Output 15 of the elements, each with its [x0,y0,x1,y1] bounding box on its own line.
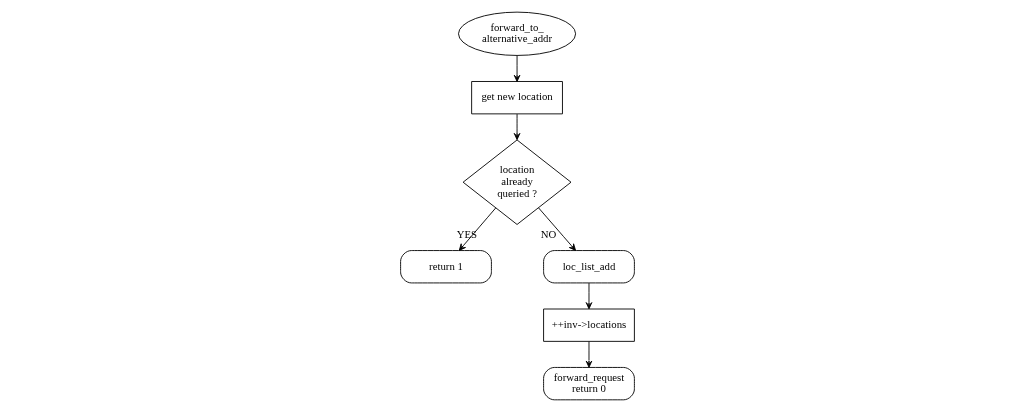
node-box: return 1 [399,250,492,284]
arrow [513,55,520,82]
edge-label: YES [456,227,477,240]
arrow [513,113,520,141]
arrow [458,207,496,251]
arrow [585,341,592,368]
edge-label: NO [540,227,556,240]
node-diamond: location already queried ? [462,139,571,225]
node-box: forward_request return 0 [542,367,635,401]
node-box: loc_list_add [542,250,635,284]
node-box: ++inv->locations [542,308,635,342]
arrow [585,282,592,310]
arrow [537,207,576,251]
node-ellipse: forward_to_ alternative_addr [457,11,576,56]
node-box: get new location [470,81,563,115]
